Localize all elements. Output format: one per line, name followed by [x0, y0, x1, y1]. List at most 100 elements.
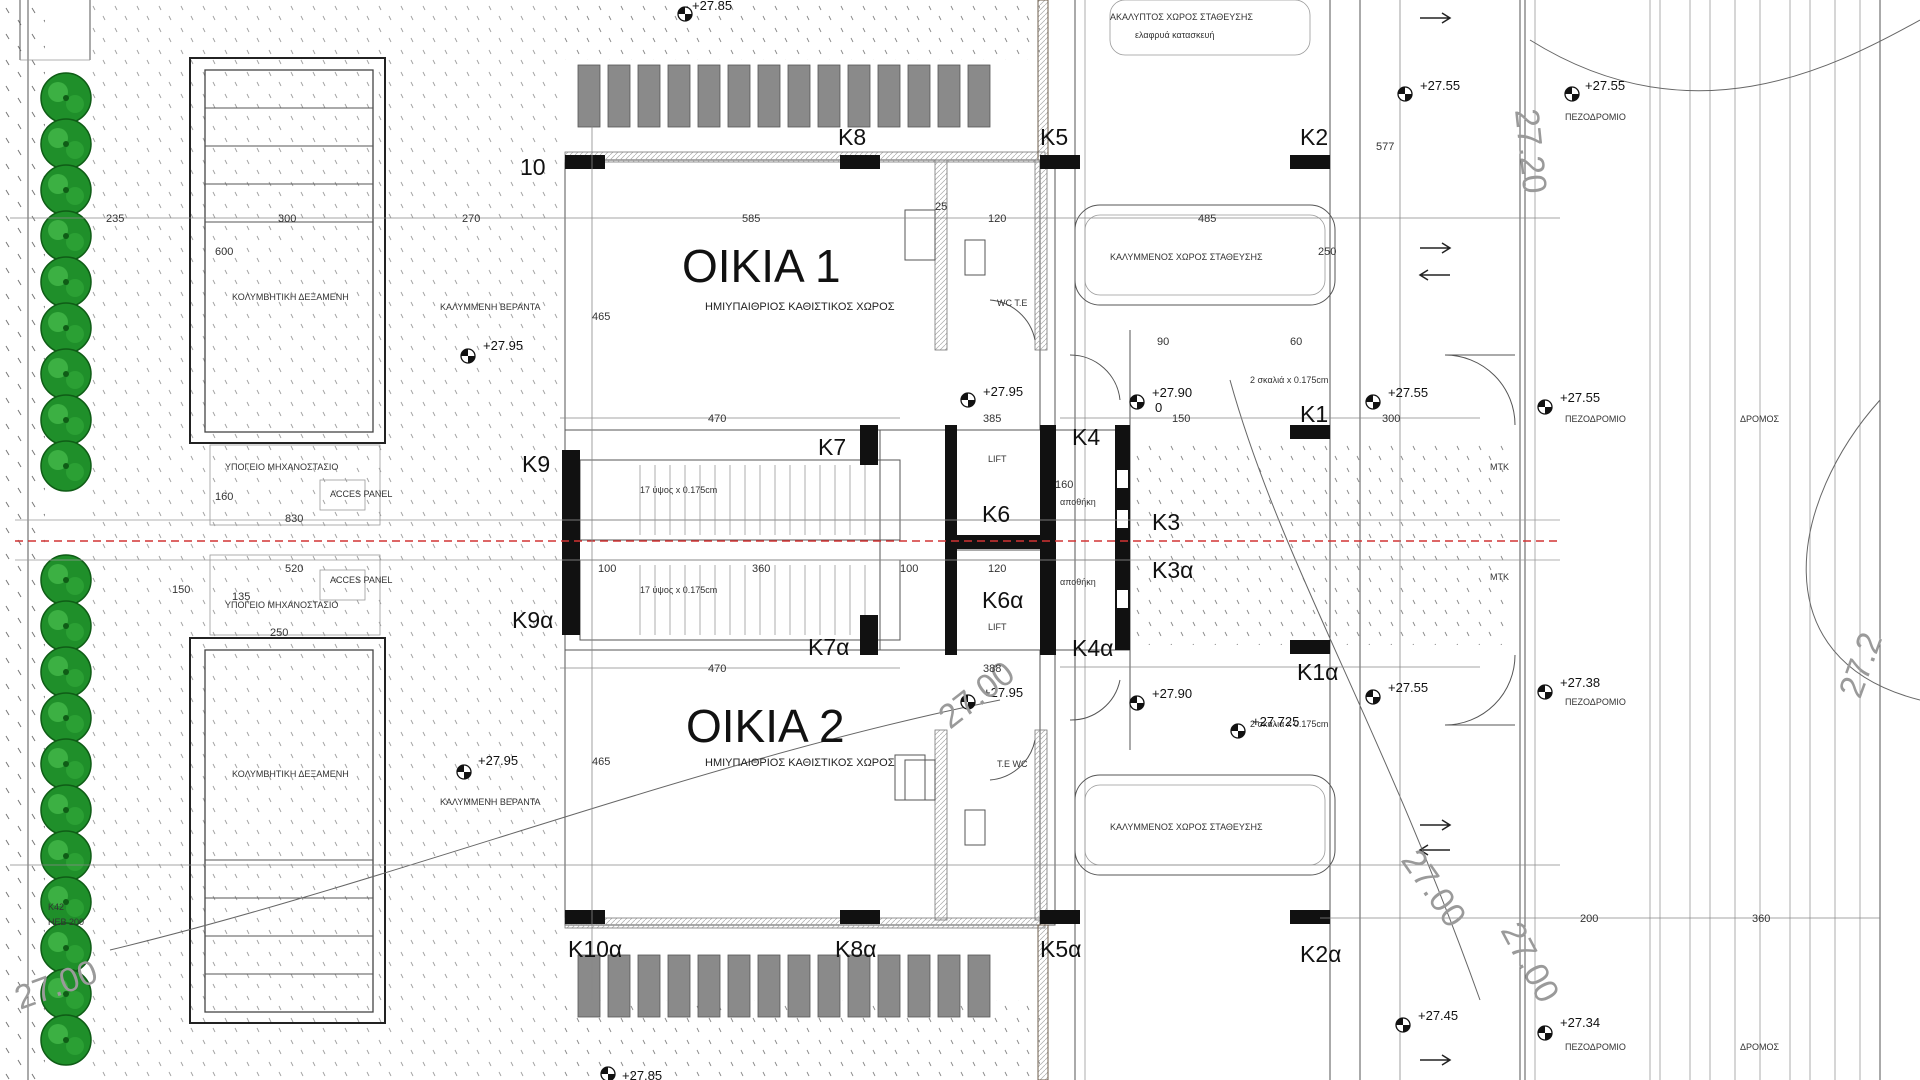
column-label: K2 — [1300, 124, 1328, 150]
column-label: K42 — [48, 902, 64, 912]
paving-tile — [907, 954, 931, 1018]
dimension-value: 160 — [215, 491, 233, 503]
level-label: +27.45 — [1418, 1008, 1458, 1023]
parking-note: ελαφρυά κατασκευή — [1135, 30, 1214, 40]
level-label: +27.55 — [1420, 78, 1460, 93]
paving-tile — [847, 954, 871, 1018]
level-marker-icon — [600, 1066, 616, 1080]
dimension-value: 388 — [983, 663, 1001, 675]
column-label: K8 — [838, 124, 866, 150]
level-marker-icon — [1395, 1017, 1411, 1033]
column-label: K10α — [568, 936, 622, 962]
wc-bottom-label: T.E WC — [997, 759, 1028, 769]
paving-tile — [697, 954, 721, 1018]
machine-room-top-label: ΥΠΟΓΕΙΟ ΜΗΧΑΝΟΣΤΑΣΙΟ — [225, 462, 338, 472]
dimension-value: 465 — [592, 756, 610, 768]
tree-icon — [40, 440, 92, 492]
parking-bottom-label: ΚΑΛΥΜΜΕΝΟΣ ΧΩΡΟΣ ΣΤΑΘΕΥΣΗΣ — [1110, 822, 1263, 832]
stairs-top-note: 17 ύψος x 0.175cm — [640, 485, 717, 495]
level-marker-icon — [960, 694, 976, 710]
dimension-value: 90 — [1157, 336, 1169, 348]
paving-tile — [757, 954, 781, 1018]
access-panel-top: ACCES PANEL — [330, 489, 392, 499]
dimension-value: 300 — [278, 213, 296, 225]
paving-tile — [787, 64, 811, 128]
level-label: +27.55 — [1388, 385, 1428, 400]
level-marker-icon — [460, 348, 476, 364]
tree-icon — [40, 968, 92, 1020]
garden-area-middle — [90, 0, 560, 1080]
tree-icon — [40, 876, 92, 928]
tree-icon — [40, 302, 92, 354]
sidewalk-label-4: ΠΕΖΟΔΡΟΜΙΟ — [1565, 1042, 1626, 1052]
level-marker-icon — [960, 392, 976, 408]
column-label: K7α — [808, 634, 849, 660]
tree-icon — [40, 922, 92, 974]
level-label: +27.90 — [1152, 385, 1192, 400]
steps-top-note: 2 σκαλιά x 0.175cm — [1250, 375, 1328, 385]
dimension-value: 577 — [1376, 141, 1394, 153]
level-label: +27.55 — [1560, 390, 1600, 405]
access-panel-bottom: ACCES PANEL — [330, 575, 392, 585]
road-label-1: ΔΡΟΜΟΣ — [1740, 414, 1780, 424]
dimension-value: 830 — [285, 513, 303, 525]
tree-icon — [40, 646, 92, 698]
dimension-value: 120 — [988, 563, 1006, 575]
paving-tile — [727, 64, 751, 128]
level-label: +27.95 — [483, 338, 523, 353]
paving-tile — [967, 954, 991, 1018]
machine-room-bottom-label: ΥΠΟΓΕΙΟ ΜΗΧΑΝΟΣΤΑΣΙΟ — [225, 600, 338, 610]
level-marker-icon — [1537, 1025, 1553, 1041]
dimension-value: 150 — [172, 584, 190, 596]
paving-tile — [577, 64, 601, 128]
level-marker-icon — [1230, 723, 1246, 739]
level-marker-icon — [1129, 394, 1145, 410]
paving-tile — [577, 954, 601, 1018]
column-label: K7 — [818, 434, 846, 460]
house2-room-label: ΗΜΙΥΠΑΙΘΡΙΟΣ ΚΑΘΙΣΤΙΚΟΣ ΧΩΡΟΣ — [705, 757, 895, 769]
courtyard-hatch — [1130, 445, 1510, 645]
dimension-value: 485 — [1198, 213, 1216, 225]
tree-icon — [40, 1014, 92, 1066]
sidewalk-label-3: ΠΕΖΟΔΡΟΜΙΟ — [1565, 697, 1626, 707]
level-marker-icon — [677, 6, 693, 22]
paving-tile — [817, 64, 841, 128]
tree-icon — [40, 738, 92, 790]
level-label: +27.95 — [478, 753, 518, 768]
storage-bottom-label: αποθήκη — [1060, 577, 1096, 587]
dimension-value: 160 — [1055, 479, 1073, 491]
lift-bottom-label: LIFT — [988, 622, 1007, 632]
paving-tile — [907, 64, 931, 128]
column-label: K5 — [1040, 124, 1068, 150]
level-label: +27.725 — [1252, 714, 1299, 729]
dimension-value: 360 — [1752, 913, 1770, 925]
dimension-value: 585 — [742, 213, 760, 225]
dimension-value: 385 — [983, 413, 1001, 425]
dimension-value: 470 — [708, 663, 726, 675]
pool-bottom-label: ΚΟΛΥΜΒΗΤΙΚΗ ΔΕΞΑΜΕΝΗ — [232, 769, 349, 779]
level-marker-icon — [1537, 684, 1553, 700]
car-top — [1074, 0, 1336, 306]
storage-top-label: αποθήκη — [1060, 497, 1096, 507]
level-marker-icon — [1129, 695, 1145, 711]
tree-hedge — [40, 72, 92, 1066]
level-label: +27.85 — [692, 0, 732, 13]
column-label: K1α — [1297, 659, 1338, 685]
dimension-value: 120 — [988, 213, 1006, 225]
level-label: +27.55 — [1585, 78, 1625, 93]
level-marker-icon — [1365, 689, 1381, 705]
pool-bottom — [189, 637, 386, 1024]
road-label-2: ΔΡΟΜΟΣ — [1740, 1042, 1780, 1052]
tree-icon — [40, 164, 92, 216]
paving-tile — [877, 64, 901, 128]
dimension-value: 360 — [752, 563, 770, 575]
structural-walls — [562, 155, 1330, 924]
paving-tile — [607, 954, 631, 1018]
stairs-bottom-note: 17 ύψος x 0.175cm — [640, 585, 717, 595]
dimension-value: 200 — [1580, 913, 1598, 925]
paving-tile — [817, 954, 841, 1018]
meter-label-bottom: ΜΤΚ — [1490, 572, 1509, 582]
tree-icon — [40, 256, 92, 308]
veranda-bottom-label: ΚΑΛΥΜΜΕΝΗ ΒΕΡΑΝΤΑ — [440, 797, 541, 807]
